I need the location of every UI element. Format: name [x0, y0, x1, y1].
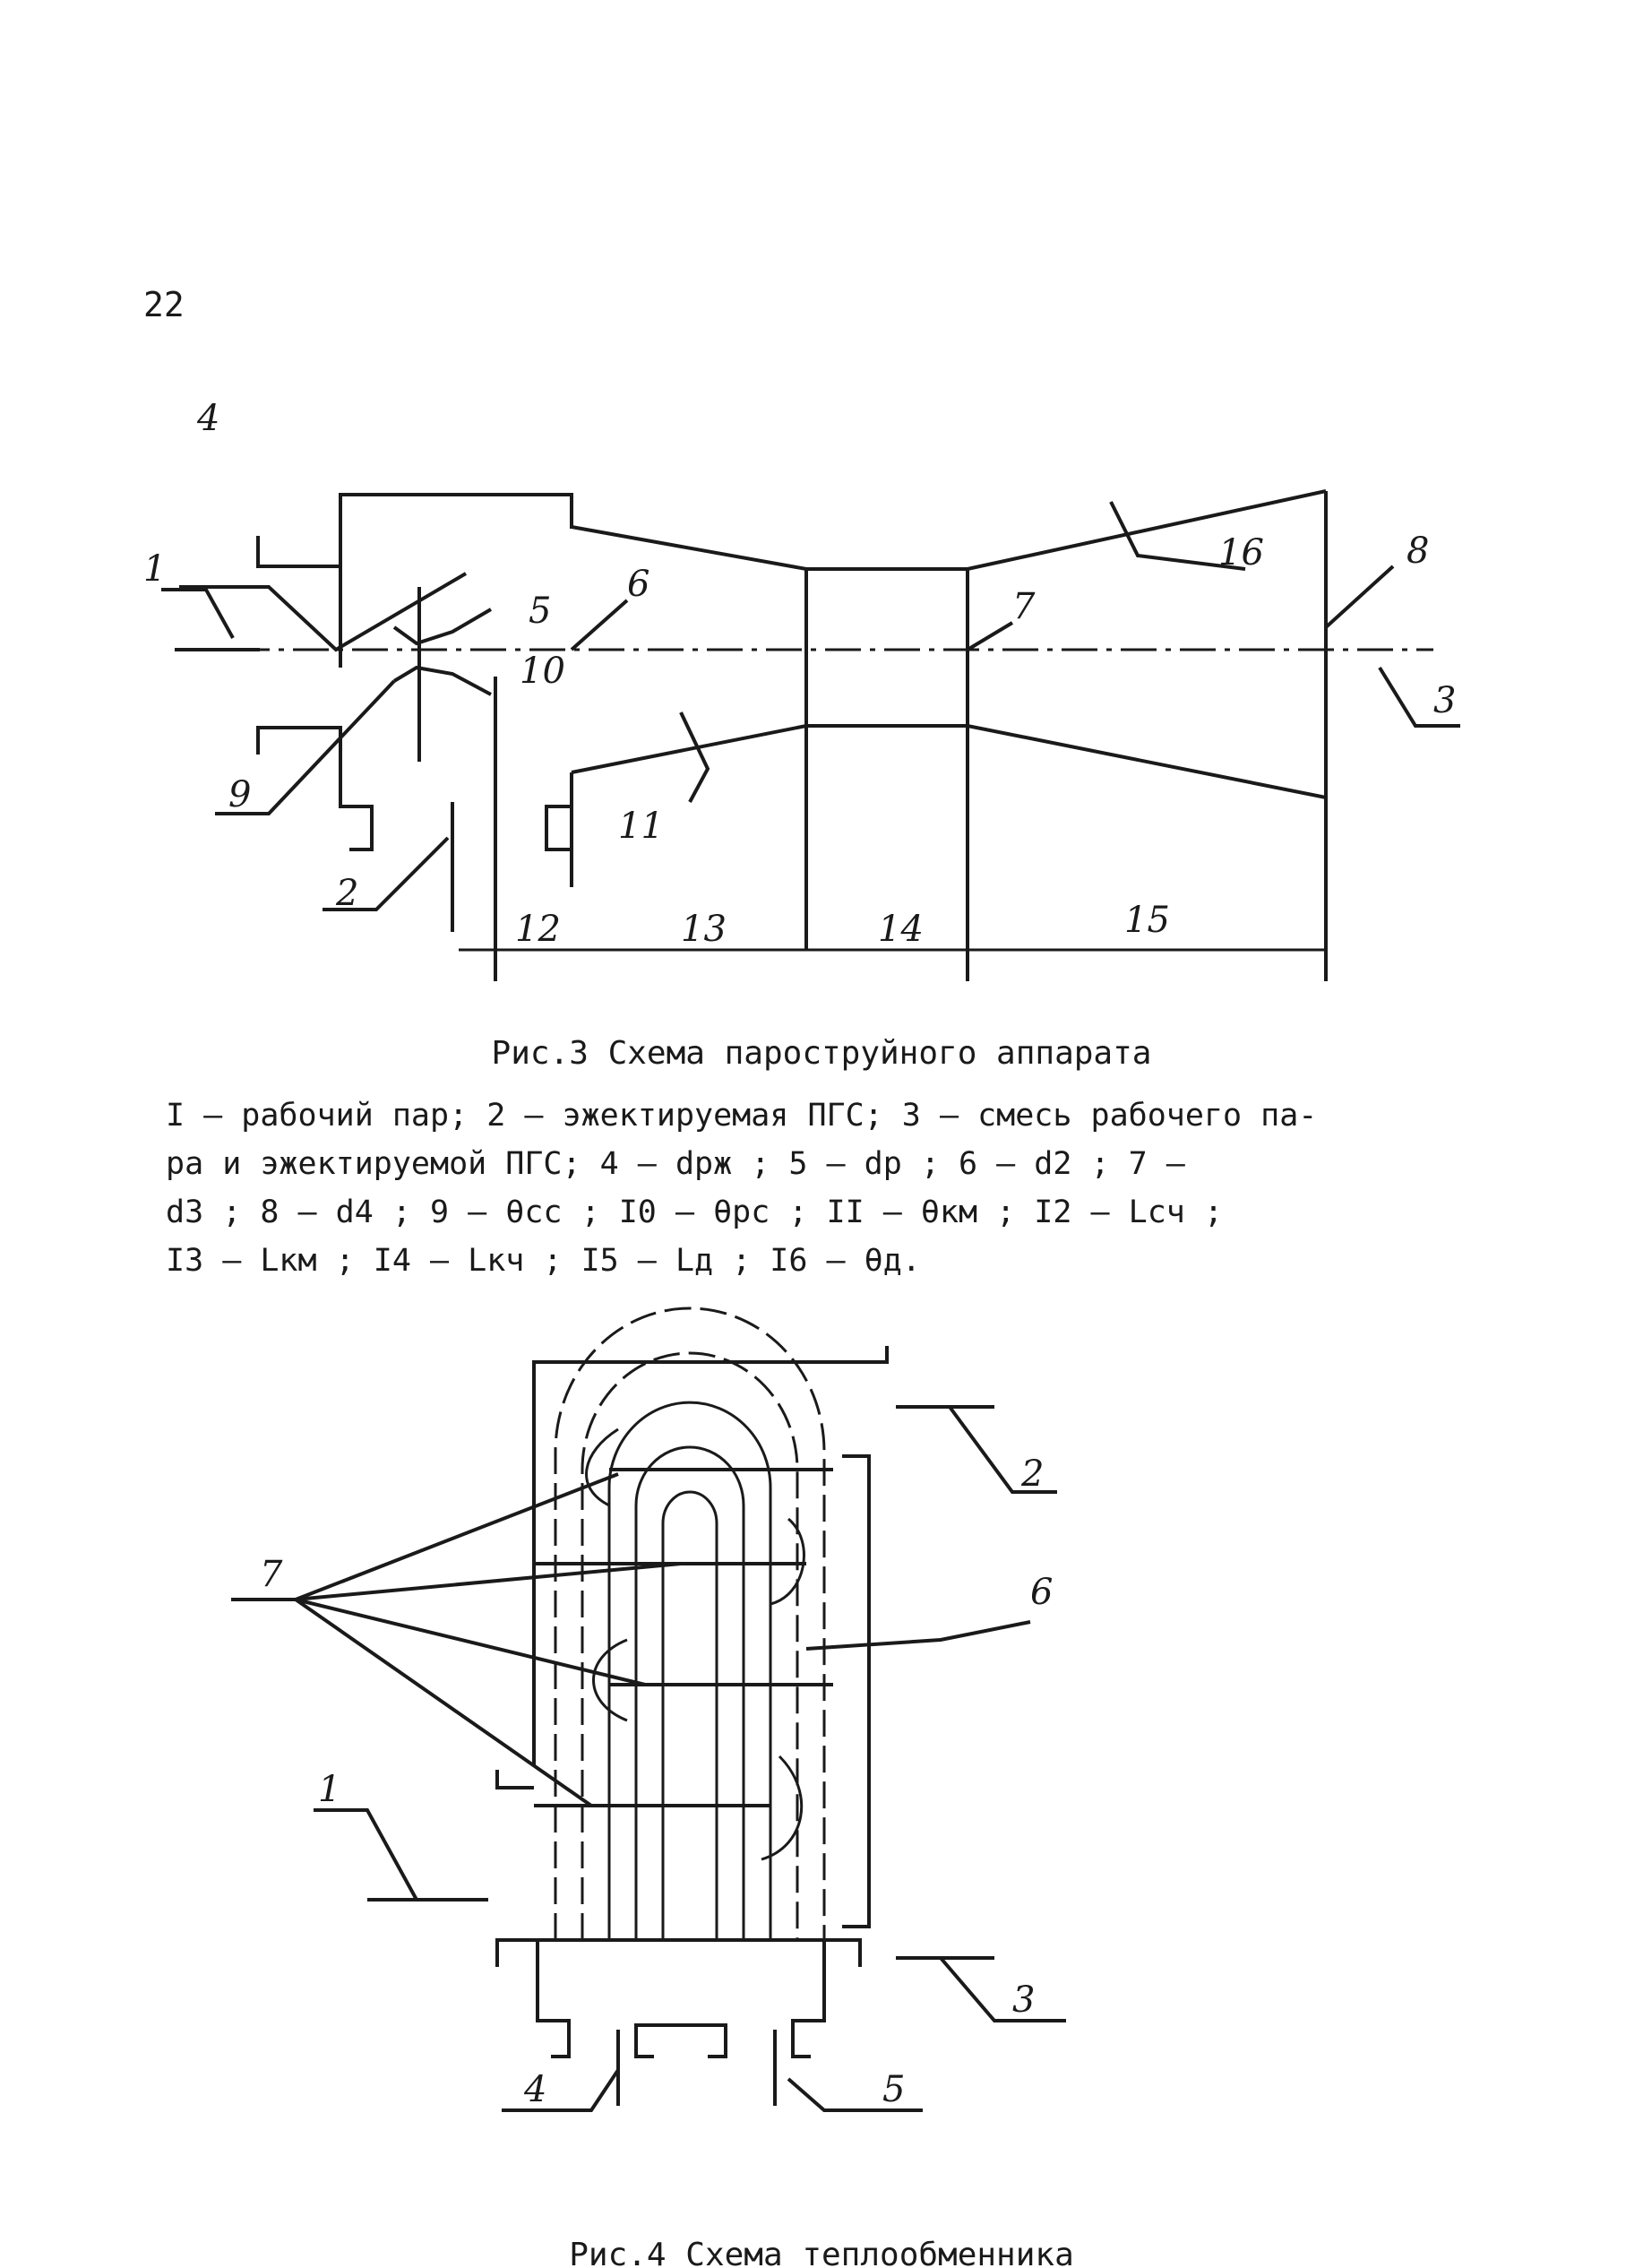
label-4-1: 1 [318, 1769, 340, 1810]
figure-3-caption: Рис.3 Схема пароструйного аппарата [491, 1035, 1152, 1072]
label-2: 2 [335, 873, 358, 914]
legend-line: I3 – Lкм ; I4 – Lкч ; I5 – Lд ; I6 – θд. [166, 1243, 921, 1279]
label-4-5: 5 [882, 2069, 905, 2110]
tube-sheet-left [495, 1770, 534, 1789]
nozzle-lower-wall [256, 726, 374, 851]
label-3: 3 [1433, 680, 1456, 721]
label-10: 10 [520, 651, 565, 692]
label-6: 6 [627, 564, 649, 605]
label-8: 8 [1406, 530, 1429, 572]
label-15: 15 [1124, 900, 1170, 941]
label-12: 12 [515, 909, 561, 950]
label-13: 13 [681, 909, 727, 950]
figure-4-caption: Рис.4 Схема теплообменника [569, 2237, 1074, 2268]
label-4-3: 3 [1012, 1979, 1035, 2021]
diffuser-upper-wall [571, 489, 1327, 571]
label-4-7: 7 [260, 1554, 283, 1595]
shell-top [532, 1346, 889, 1765]
legend-line: d3 ; 8 – d4 ; 9 – θсс ; I0 – θрс ; II – … [166, 1194, 1224, 1230]
label-4: 4 [196, 398, 219, 439]
figure-3-legend: I – рабочий пар; 2 – эжектируемая ПГС; 3… [166, 1091, 1438, 1285]
legend-line: ра и эжектируемой ПГС; 4 – dрж ; 5 – dр … [166, 1146, 1185, 1182]
page-number: 22 [143, 285, 185, 324]
label-4-6: 6 [1030, 1572, 1053, 1613]
label-7: 7 [1012, 586, 1036, 627]
label-5: 5 [529, 591, 551, 632]
label-14: 14 [878, 909, 924, 950]
legend-line: I – рабочий пар; 2 – эжектируемая ПГС; 3… [166, 1098, 1318, 1134]
chamber-outline [339, 493, 573, 668]
label-16: 16 [1218, 532, 1264, 573]
label-9: 9 [228, 774, 251, 815]
label-1: 1 [143, 548, 166, 590]
nozzle-upper-wall [256, 536, 340, 568]
label-4-2: 2 [1020, 1453, 1044, 1495]
label-4-4: 4 [523, 2069, 546, 2110]
outlet-bracket [545, 805, 573, 887]
diffuser-lower-wall [571, 724, 1327, 799]
figure-4-heat-exchanger-diagram [231, 1306, 1066, 2112]
label-11: 11 [618, 806, 664, 847]
nozzle-cone [392, 608, 493, 646]
shell-right [842, 1454, 871, 1928]
